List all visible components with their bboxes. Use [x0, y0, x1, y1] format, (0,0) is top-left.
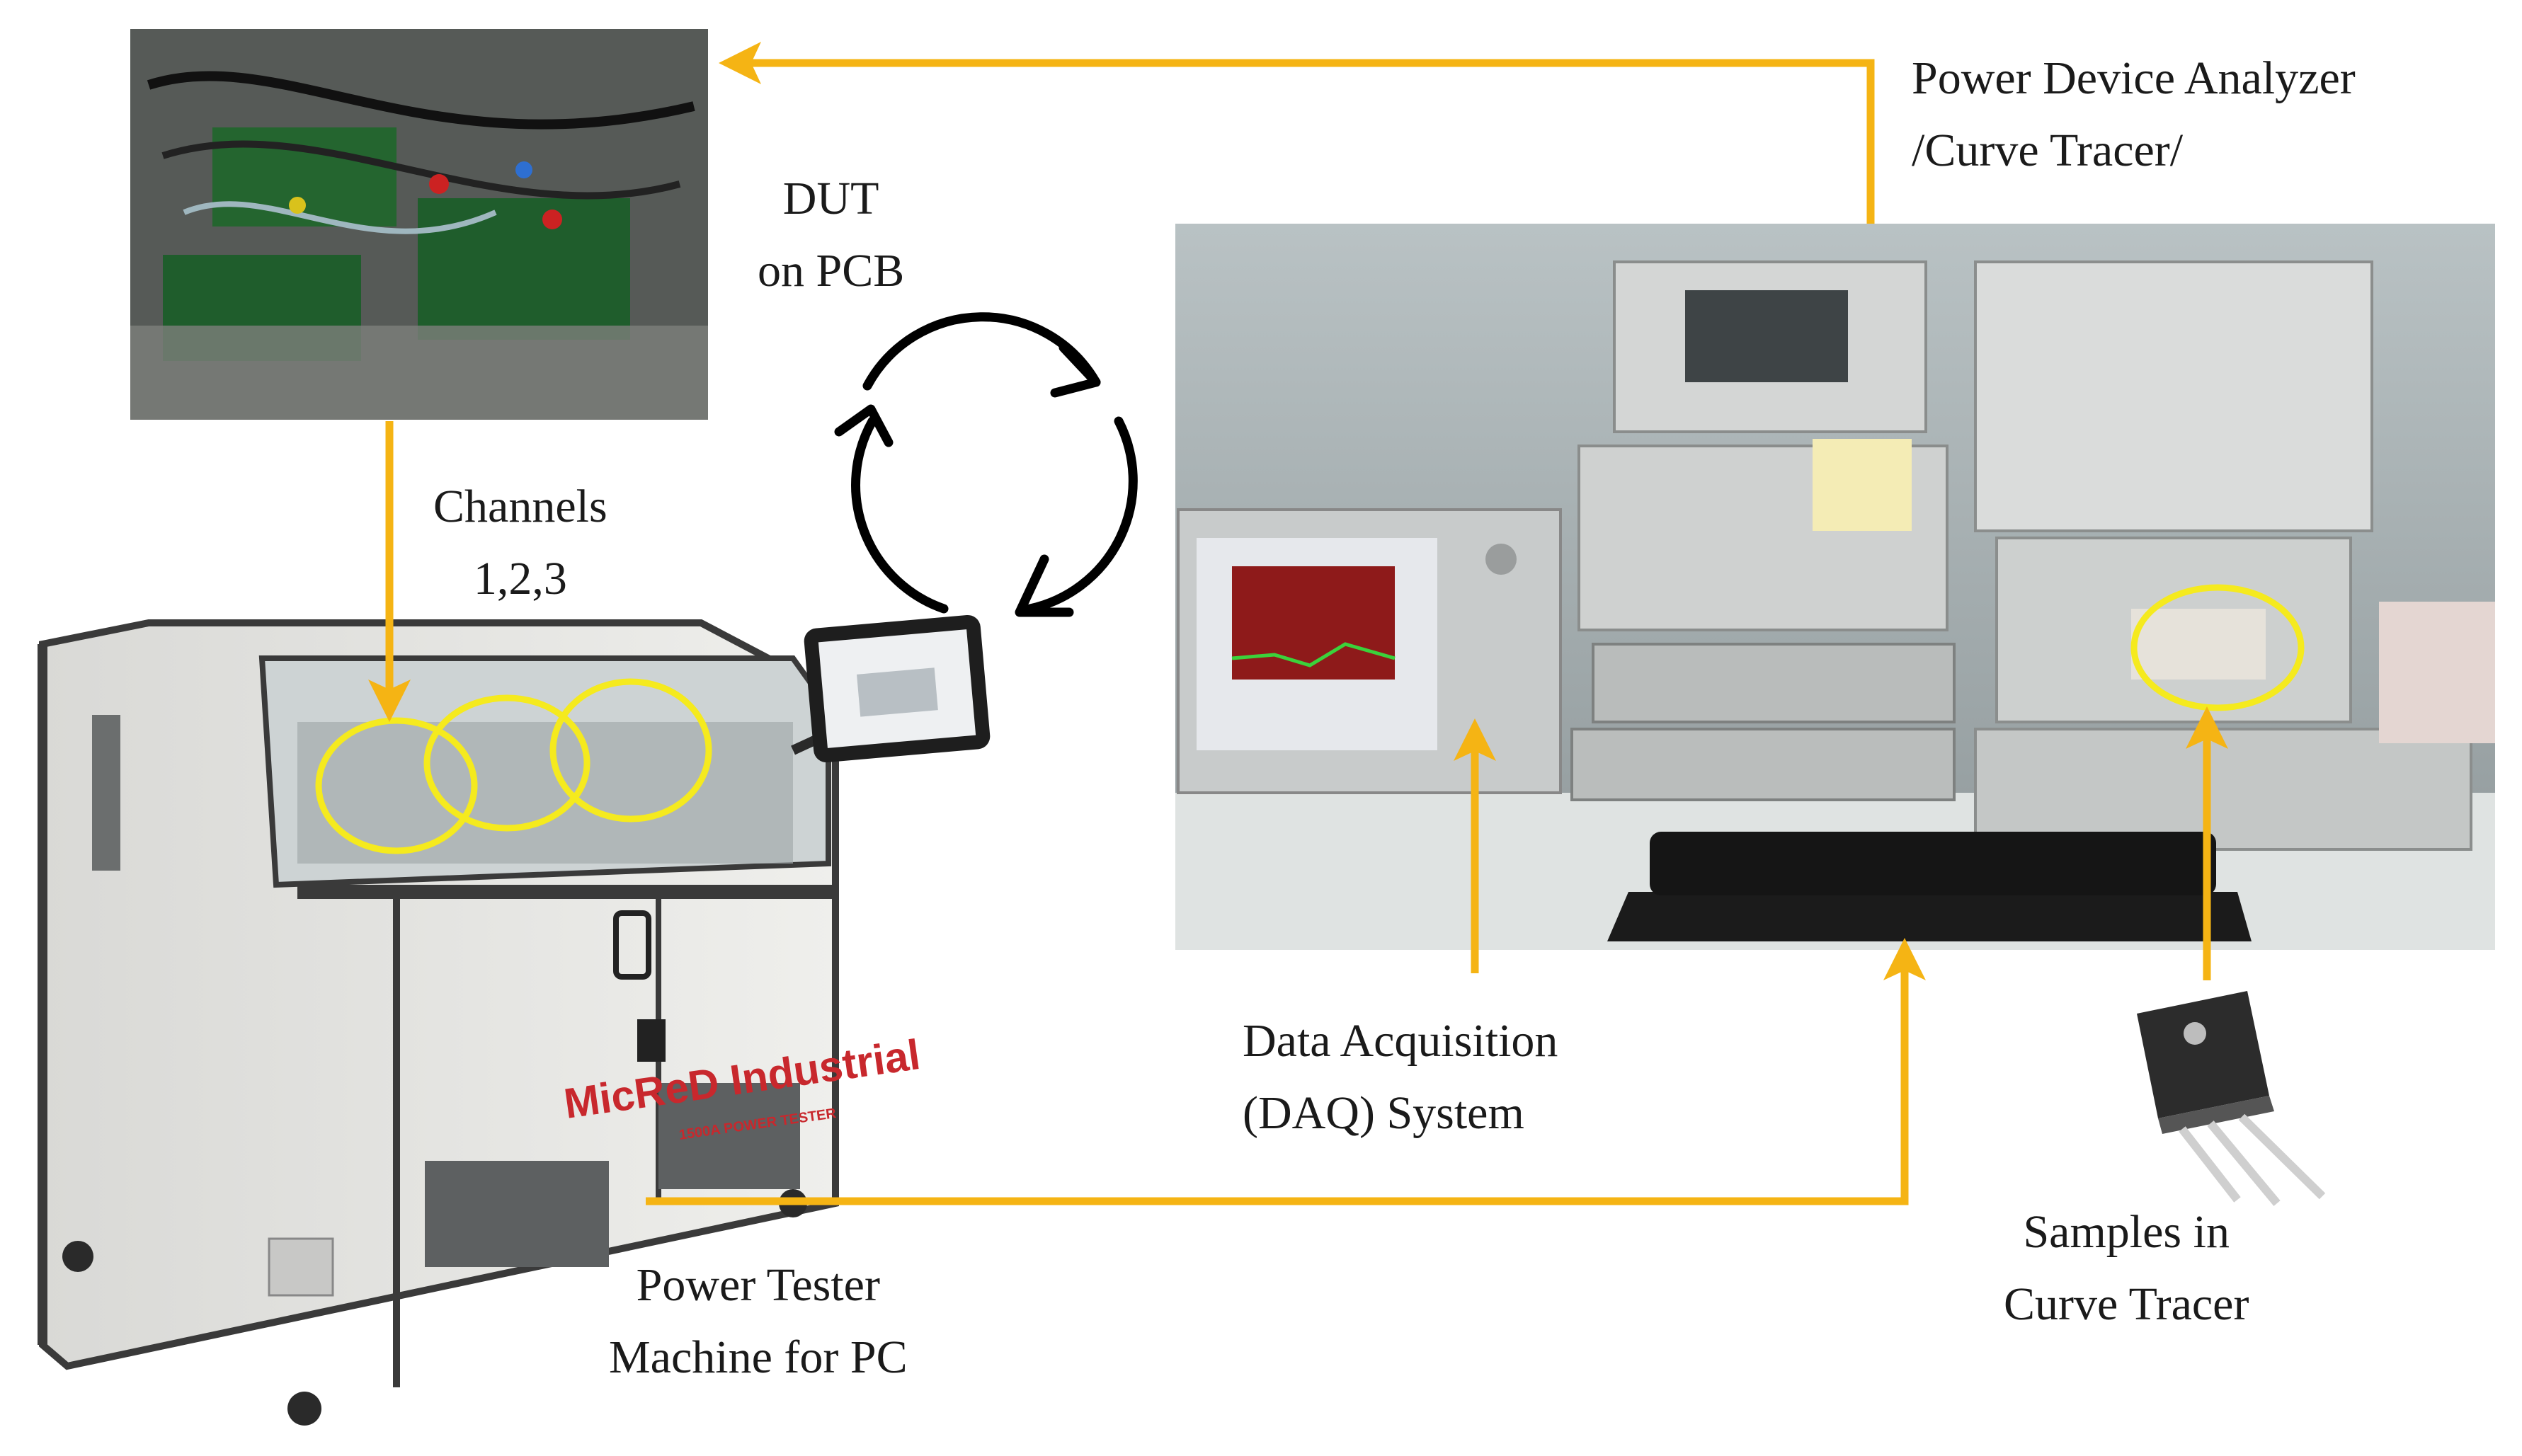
arrow-tester-to-bench	[646, 938, 1926, 1205]
arrow-analyzer-to-dut	[719, 42, 1875, 224]
dut-photo	[130, 29, 708, 420]
label-power-tester-machine: Power Tester Machine for PC	[609, 1259, 908, 1384]
lab-bench-photo	[1175, 224, 2495, 950]
label-channels: Channels 1,2,3	[433, 481, 607, 605]
to247-transistor-image	[2137, 991, 2326, 1206]
channel-circle-3	[549, 678, 712, 822]
cycle-icon	[834, 312, 1138, 617]
channel-circle-2	[423, 694, 590, 832]
label-power-device-analyzer: Power Device Analyzer /Curve Tracer/	[1912, 52, 2356, 177]
label-samples-in-curve-tracer: Samples in Curve Tracer	[2004, 1206, 2249, 1331]
flow-arrows	[368, 42, 2228, 1205]
label-dut-on-pcb: DUT on PCB	[758, 173, 905, 297]
label-daq-system: Data Acquisition (DAQ) System	[1243, 1015, 1558, 1140]
